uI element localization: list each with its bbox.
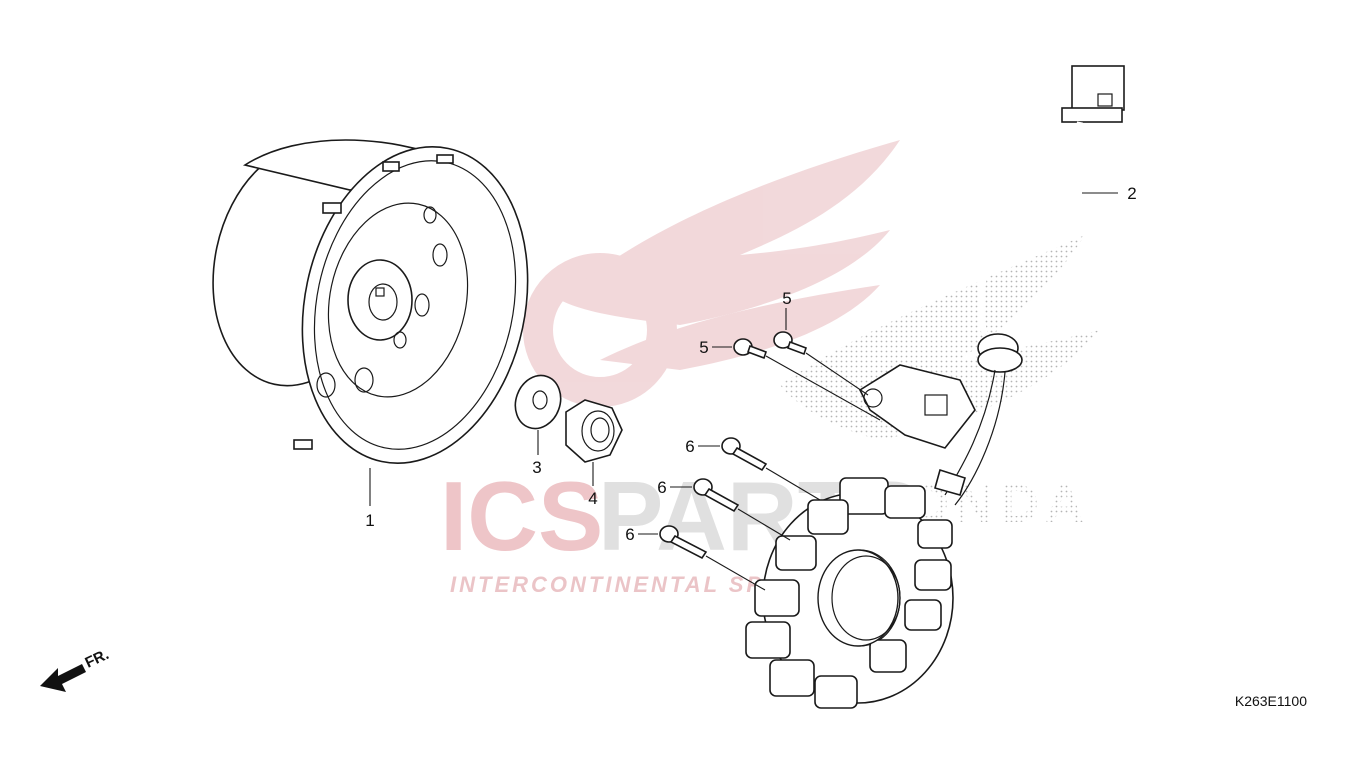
- part-4-nut[interactable]: [565, 399, 623, 463]
- callout-5a[interactable]: 5: [699, 338, 708, 357]
- callout-4[interactable]: 4: [588, 489, 597, 508]
- callout-2[interactable]: 2: [1127, 184, 1136, 203]
- callout-5b[interactable]: 5: [782, 289, 791, 308]
- front-label: FR.: [83, 646, 112, 672]
- part-6-bolt-c[interactable]: [659, 525, 708, 560]
- part-5-screw-a[interactable]: [733, 338, 768, 360]
- diagram-code: K263E1100: [1235, 693, 1307, 709]
- ics-wing-emblem: [523, 140, 900, 407]
- front-direction-marker: FR.: [40, 646, 112, 692]
- stator-coils: [745, 477, 953, 709]
- part-2-stator-assembly[interactable]: [745, 65, 1125, 709]
- part-6-bolt-b[interactable]: [693, 478, 740, 513]
- part-6-bolt-a[interactable]: [721, 437, 768, 472]
- callout-6a[interactable]: 6: [685, 437, 694, 456]
- callout-1[interactable]: 1: [365, 511, 374, 530]
- front-arrow-icon: [40, 664, 86, 692]
- part-5-screw-b[interactable]: [773, 331, 808, 356]
- callout-6b[interactable]: 6: [657, 478, 666, 497]
- callout-6c[interactable]: 6: [625, 525, 634, 544]
- callout-3[interactable]: 3: [532, 458, 541, 477]
- leader-lines: [369, 192, 1118, 591]
- part-3-washer[interactable]: [508, 369, 568, 435]
- callouts: 1 2 3 4 5 5 6 6 6: [365, 184, 1136, 544]
- watermark-brand-ics: ICS: [440, 461, 603, 571]
- part-1-flywheel[interactable]: [191, 126, 555, 485]
